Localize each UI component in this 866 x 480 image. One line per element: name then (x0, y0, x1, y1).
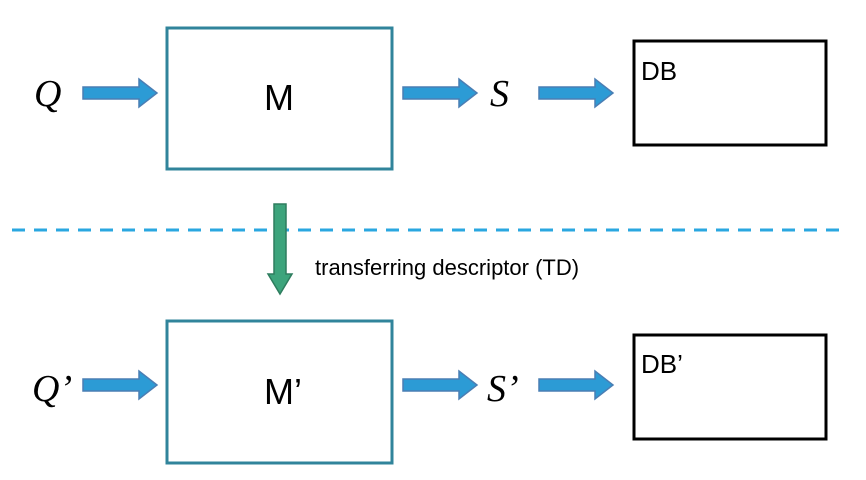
bottom-module-output-arrow (402, 369, 479, 401)
top-module-output-arrow (402, 77, 479, 109)
top-db-arrow (538, 77, 615, 109)
bottom-database-box (632, 333, 828, 441)
bottom-database-label: DB’ (641, 349, 683, 379)
bottom-module-label: M’ (264, 371, 302, 412)
bottom-output-s-prime: S’ (487, 368, 519, 410)
bottom-input-arrow (82, 369, 159, 401)
top-module-box (165, 26, 394, 171)
transfer-label: transferring descriptor (TD) (315, 255, 579, 280)
bottom-input-q-prime: Q’ (32, 368, 72, 410)
top-database-label: DB (641, 56, 677, 86)
bottom-module-box (165, 319, 394, 465)
top-database-box (632, 39, 828, 147)
transfer-arrow (266, 203, 294, 296)
top-input-arrow (82, 77, 159, 109)
top-module-label: M (264, 77, 294, 118)
bottom-db-arrow (538, 369, 615, 401)
top-output-s: S (490, 73, 509, 115)
top-input-q: Q (34, 73, 61, 115)
